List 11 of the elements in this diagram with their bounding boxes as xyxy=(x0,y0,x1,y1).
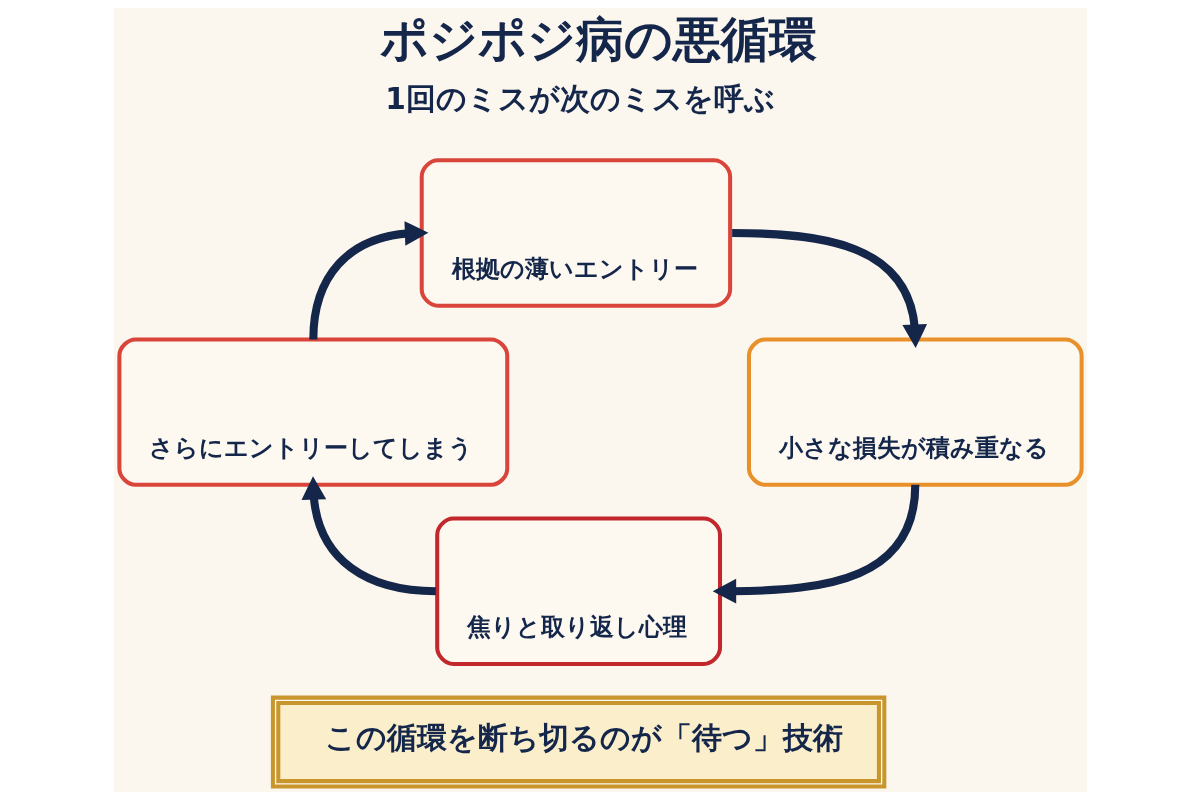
node-box: さらにエントリーしてしまう xyxy=(116,337,509,487)
arrow xyxy=(308,221,428,340)
node-box: 小さな損失が積み重なる xyxy=(746,337,1084,487)
node-box: 根拠の薄いエントリー xyxy=(419,158,732,308)
node-box: この循環を断ち切るのが「待つ」技術 xyxy=(270,695,886,789)
label: 1回のミスが次のミスを呼ぶ xyxy=(384,81,775,116)
arrow xyxy=(731,228,927,349)
diagram-title: ポジポジ病の悪循環 xyxy=(379,11,817,68)
arrow xyxy=(301,476,436,596)
arrow xyxy=(712,484,919,604)
node-box: 焦りと取り返し心理 xyxy=(434,516,722,666)
